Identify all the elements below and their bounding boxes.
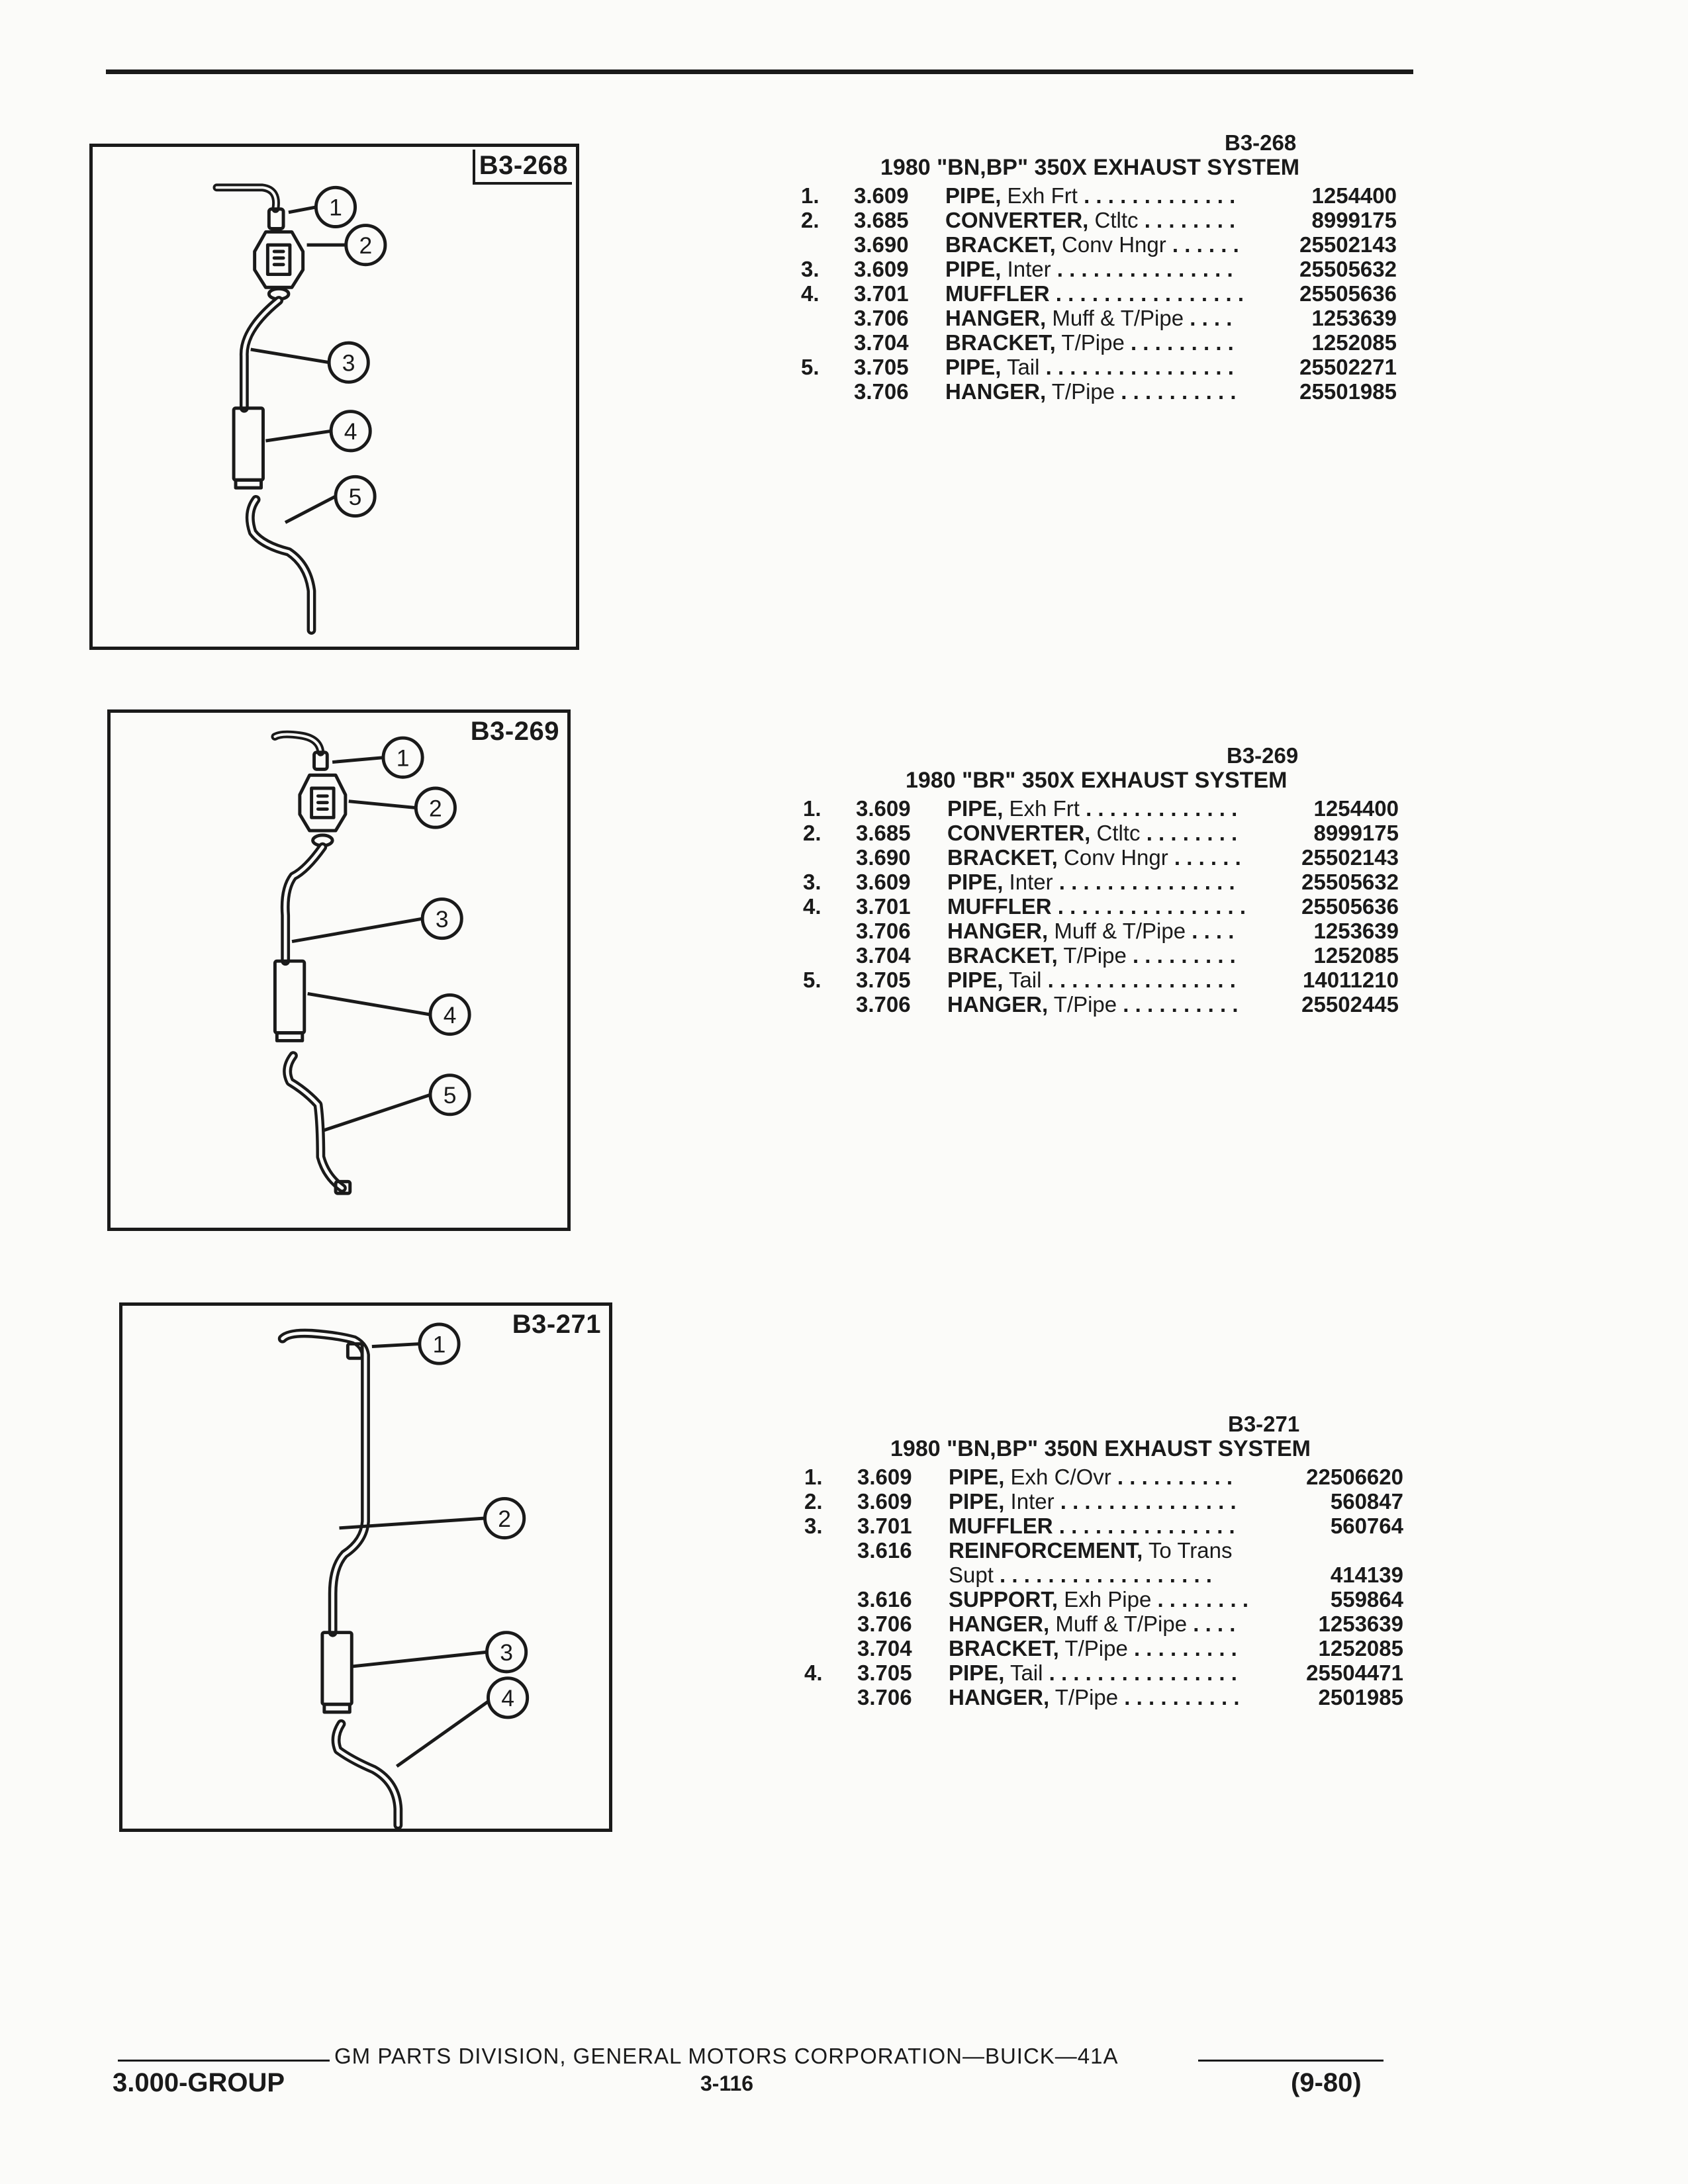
parts-ref: B3-269 xyxy=(1227,743,1299,768)
figure-b3-268: 1 2 3 4 5 B3-268 xyxy=(89,144,579,650)
callout-2: 2 xyxy=(429,795,442,821)
parts-list-b3-268: B3-268 1980 "BN,BP" 350X EXHAUST SYSTEM … xyxy=(801,130,1397,422)
figure-tag: B3-268 xyxy=(472,150,572,185)
callout-3: 3 xyxy=(342,350,355,377)
callout-4: 4 xyxy=(501,1685,514,1711)
footer-rule-right xyxy=(1198,2060,1383,2062)
exhaust-diagram-b3-268: 1 2 3 4 5 xyxy=(212,183,387,635)
callout-1: 1 xyxy=(397,745,410,771)
figure-b3-269: 1 2 3 4 5 B3-269 xyxy=(107,709,571,1231)
parts-list-b3-271: B3-271 1980 "BN,BP" 350N EXHAUST SYSTEM … xyxy=(804,1412,1403,1729)
parts-heading: 1980 "BN,BP" 350X EXHAUST SYSTEM xyxy=(880,155,1300,180)
callout-3: 3 xyxy=(500,1639,513,1666)
parts-list-b3-269: B3-269 1980 "BR" 350X EXHAUST SYSTEM 1.3… xyxy=(803,743,1399,1034)
figure-tag: B3-271 xyxy=(508,1308,605,1341)
callout-4: 4 xyxy=(444,1002,457,1028)
figure-tag: B3-269 xyxy=(466,715,563,748)
callout-5: 5 xyxy=(444,1082,457,1109)
footer-date: (9-80) xyxy=(1291,2068,1362,2097)
top-rule xyxy=(106,69,1413,74)
callout-5: 5 xyxy=(349,484,362,510)
table-row: Supt . . . . . . . . . . . . . . . . . .… xyxy=(949,1563,1403,1587)
exhaust-diagram-b3-271: 1 2 3 4 xyxy=(277,1322,530,1829)
exhaust-diagram-b3-269: 1 2 3 4 5 xyxy=(271,730,471,1195)
callout-3: 3 xyxy=(436,906,449,933)
callout-2: 2 xyxy=(498,1506,511,1532)
callout-4: 4 xyxy=(344,418,357,445)
parts-heading: 1980 "BN,BP" 350N EXHAUST SYSTEM xyxy=(890,1436,1311,1461)
callout-2: 2 xyxy=(359,232,372,259)
callout-1: 1 xyxy=(433,1331,446,1357)
parts-ref: B3-268 xyxy=(1225,130,1297,155)
footer-group: 3.000-GROUP xyxy=(113,2068,285,2097)
figure-b3-271: 1 2 3 4 B3-271 xyxy=(119,1302,612,1832)
page-number: 3-116 xyxy=(700,2071,754,2095)
footer-rule-left xyxy=(118,2060,330,2062)
footer-publisher: GM PARTS DIVISION, GENERAL MOTORS CORPOR… xyxy=(334,2044,1119,2068)
parts-ref: B3-271 xyxy=(1228,1412,1300,1436)
parts-heading: 1980 "BR" 350X EXHAUST SYSTEM xyxy=(906,768,1288,793)
callout-1: 1 xyxy=(329,195,342,221)
